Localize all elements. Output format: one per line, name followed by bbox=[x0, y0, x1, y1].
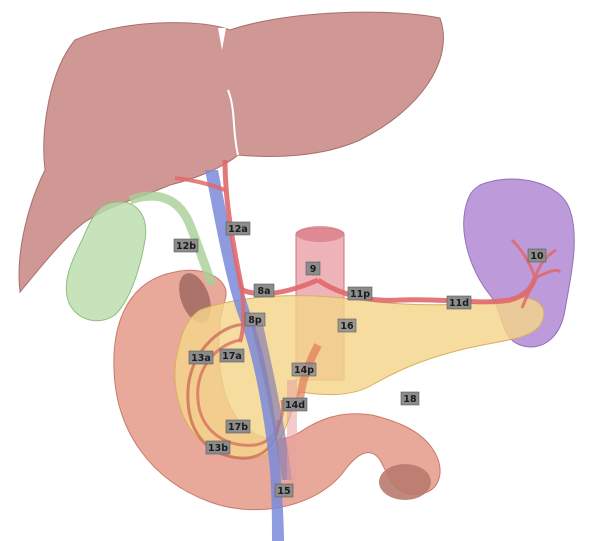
label-14p: 14p bbox=[292, 363, 316, 376]
label-11d: 11d bbox=[447, 296, 471, 309]
label-11d-text: 11d bbox=[449, 298, 469, 309]
label-9-text: 9 bbox=[310, 264, 317, 275]
label-17a-text: 17a bbox=[222, 351, 242, 362]
label-15: 15 bbox=[275, 484, 293, 497]
label-8p: 8p bbox=[245, 313, 265, 326]
label-16: 16 bbox=[338, 319, 356, 332]
label-17b-text: 17b bbox=[228, 422, 248, 433]
label-8p-text: 8p bbox=[248, 315, 262, 326]
label-17a: 17a bbox=[220, 349, 244, 362]
label-14d-text: 14d bbox=[285, 400, 305, 411]
aorta-top bbox=[296, 226, 344, 242]
label-11p: 11p bbox=[348, 287, 372, 300]
label-12a-text: 12a bbox=[228, 224, 248, 235]
label-13b-text: 13b bbox=[208, 443, 228, 454]
label-10: 10 bbox=[528, 249, 546, 262]
label-15-text: 15 bbox=[277, 486, 290, 497]
label-17b: 17b bbox=[226, 420, 250, 433]
label-14p-text: 14p bbox=[294, 365, 314, 376]
label-16-text: 16 bbox=[340, 321, 354, 332]
label-9: 9 bbox=[306, 262, 320, 275]
label-14d: 14d bbox=[283, 398, 307, 411]
jejunum-cut-end bbox=[379, 464, 431, 500]
label-12b: 12b bbox=[174, 239, 198, 252]
label-18-text: 18 bbox=[403, 394, 417, 405]
label-12b-text: 12b bbox=[176, 241, 196, 252]
label-8a: 8a bbox=[254, 284, 274, 297]
label-13a-text: 13a bbox=[191, 353, 211, 364]
label-8a-text: 8a bbox=[257, 286, 270, 297]
label-10-text: 10 bbox=[530, 251, 544, 262]
label-11p-text: 11p bbox=[350, 289, 370, 300]
label-13a: 13a bbox=[189, 351, 213, 364]
label-18: 18 bbox=[401, 392, 419, 405]
label-13b: 13b bbox=[206, 441, 230, 454]
label-12a: 12a bbox=[226, 222, 250, 235]
